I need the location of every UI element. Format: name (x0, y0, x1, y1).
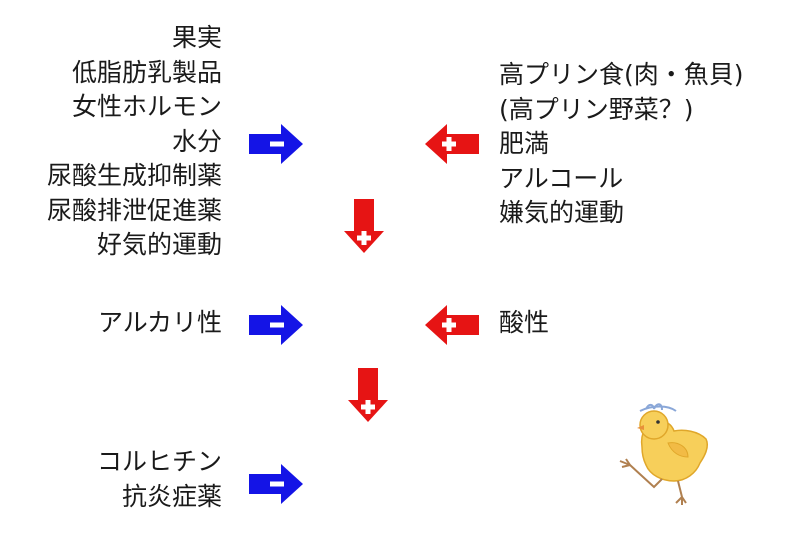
factor-label: (高プリン野菜？) (499, 94, 694, 124)
right-factor-middle: 酸性 (499, 306, 549, 341)
factor-label: 尿酸排泄促進薬 (46, 195, 222, 225)
minus-arrow-icon (249, 305, 303, 345)
factor-label: 果実 (171, 23, 222, 52)
factor-label: アルコール (499, 163, 624, 193)
factor-label: 肥満 (499, 129, 550, 158)
right-factors-top: 高プリン食(肉・魚貝) (高プリン野菜？) 肥満 アルコール 嫌気的運動 (499, 58, 744, 231)
factor-label: コルヒチン (96, 447, 222, 476)
plus-arrow-icon (348, 368, 388, 422)
left-factors-bottom: コルヒチン 抗炎症薬 (97, 445, 222, 514)
factor-label: 好気的運動 (96, 230, 222, 259)
plus-arrow-icon (425, 305, 479, 345)
factor-label: 抗炎症薬 (121, 481, 222, 511)
minus-arrow-icon (249, 124, 303, 164)
left-factor-middle: アルカリ性 (98, 306, 222, 341)
factor-label: 水分 (171, 126, 222, 156)
plus-arrow-icon (425, 124, 479, 164)
left-factors-top: 果実 低脂肪乳製品 女性ホルモン 水分 尿酸生成抑制薬 尿酸排泄促進薬 好気的運… (47, 21, 222, 263)
factor-label: 低脂肪乳製品 (71, 57, 222, 87)
factor-label: 酸性 (499, 308, 550, 337)
factor-label: 高プリン食(肉・魚貝) (499, 60, 744, 89)
factor-label: 女性ホルモン (71, 92, 222, 121)
chick-icon (619, 403, 709, 505)
minus-arrow-icon (249, 464, 303, 504)
factor-label: 嫌気的運動 (499, 198, 625, 227)
plus-arrow-icon (344, 199, 384, 253)
factor-label: 尿酸生成抑制薬 (46, 161, 222, 190)
factor-label: アルカリ性 (97, 308, 222, 337)
